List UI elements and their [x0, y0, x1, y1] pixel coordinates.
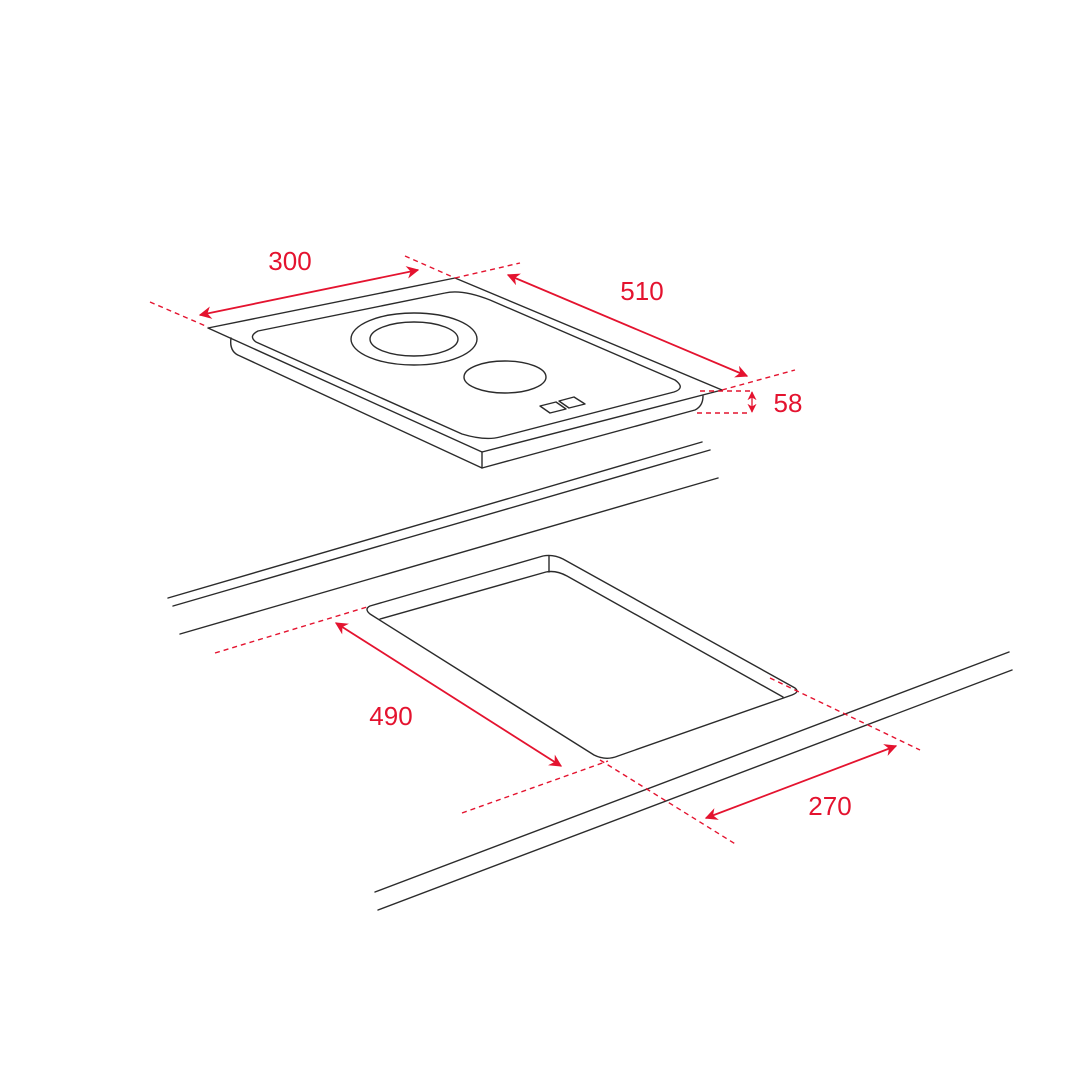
worktop-edge: [374, 651, 1010, 893]
control-button-icon: [539, 401, 567, 414]
cutout-outline: [366, 554, 798, 759]
worktop-edge: [167, 441, 703, 599]
label-cutout-depth: 490: [369, 701, 412, 731]
hob: [207, 277, 723, 469]
worktop-edge: [179, 477, 719, 635]
large-burner-inner: [369, 321, 459, 357]
cutout: [366, 554, 798, 759]
dimension-arrow-510: [506, 273, 749, 378]
worktop: [167, 441, 1013, 911]
dimension-arrow-300: [198, 266, 420, 319]
hob-side-left: [230, 337, 483, 469]
small-burner: [463, 360, 547, 394]
label-hob-height: 58: [774, 388, 803, 418]
cutout-inner-edge: [379, 570, 784, 698]
hob-side-right: [481, 395, 704, 469]
worktop-edge: [172, 449, 711, 607]
label-cutout-width: 270: [808, 791, 851, 821]
extension-lines: [149, 255, 921, 846]
dimension-arrow-270: [704, 744, 898, 820]
label-hob-width: 300: [268, 246, 311, 276]
dimension-arrow-490: [334, 622, 563, 767]
control-button-icon: [558, 396, 586, 409]
dimension-arrows: [198, 266, 898, 820]
label-hob-depth: 510: [620, 276, 663, 306]
worktop-edge: [377, 669, 1013, 911]
hob-glass-recess: [251, 291, 681, 440]
